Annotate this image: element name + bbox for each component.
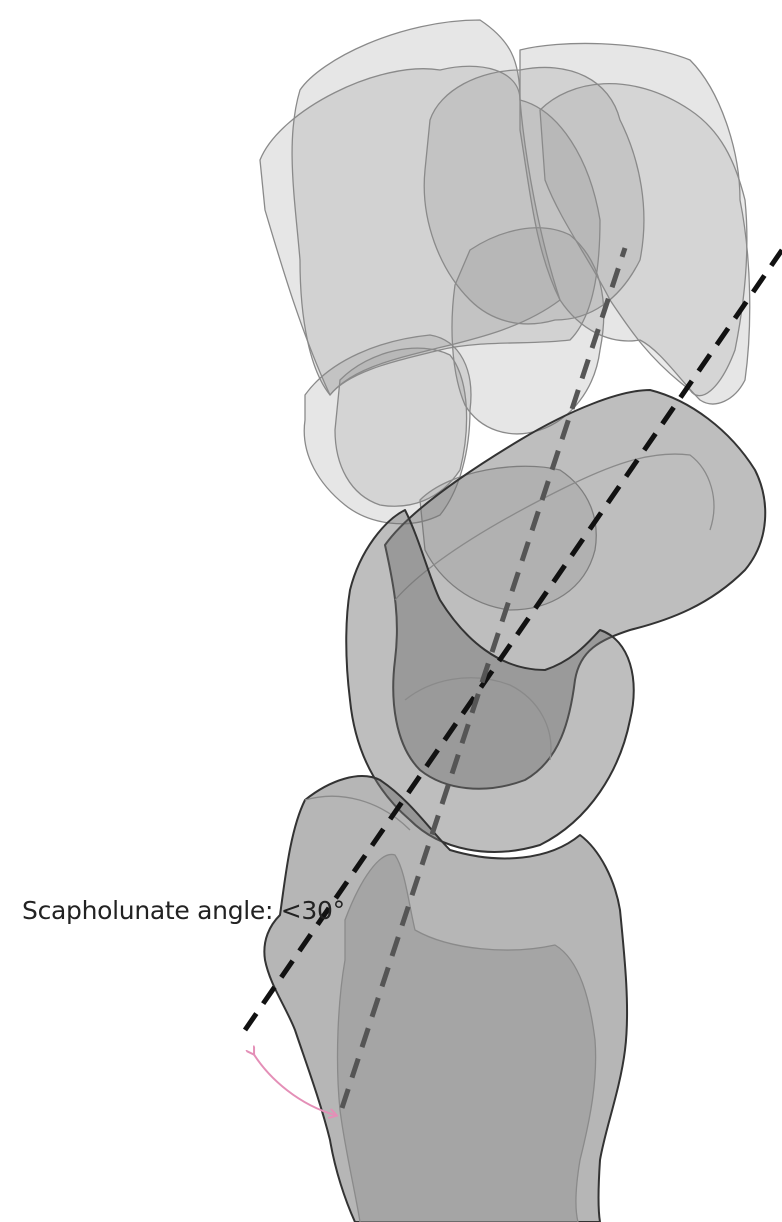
- capitate: [452, 228, 604, 434]
- scapholunate-angle-label: Scapholunate angle: <30°: [22, 896, 345, 925]
